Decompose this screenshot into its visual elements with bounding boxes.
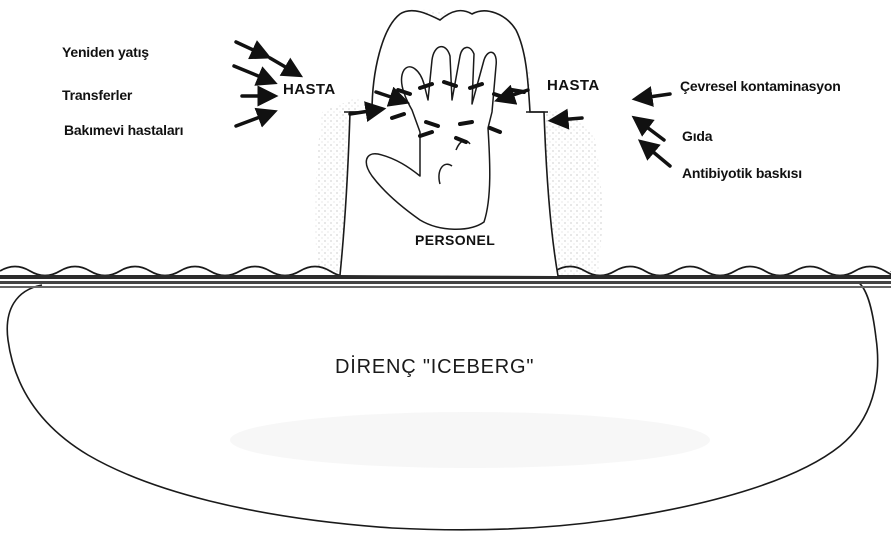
iceberg-body: [7, 282, 877, 530]
label-patient-right: HASTA: [547, 78, 600, 93]
label-staff: PERSONEL: [415, 233, 495, 247]
label-food: Gıda: [682, 129, 712, 143]
label-nursing-home: Bakımevi hastaları: [64, 123, 183, 137]
label-patient-left: HASTA: [283, 82, 336, 97]
label-antibiotic-pressure: Antibiyotik baskısı: [682, 166, 802, 180]
label-environmental-contamination: Çevresel kontaminasyon: [680, 79, 841, 93]
label-transfers: Transferler: [62, 88, 132, 102]
label-readmission: Yeniden yatış: [62, 45, 149, 59]
label-resistance-iceberg: DİRENÇ "ICEBERG": [335, 357, 534, 377]
